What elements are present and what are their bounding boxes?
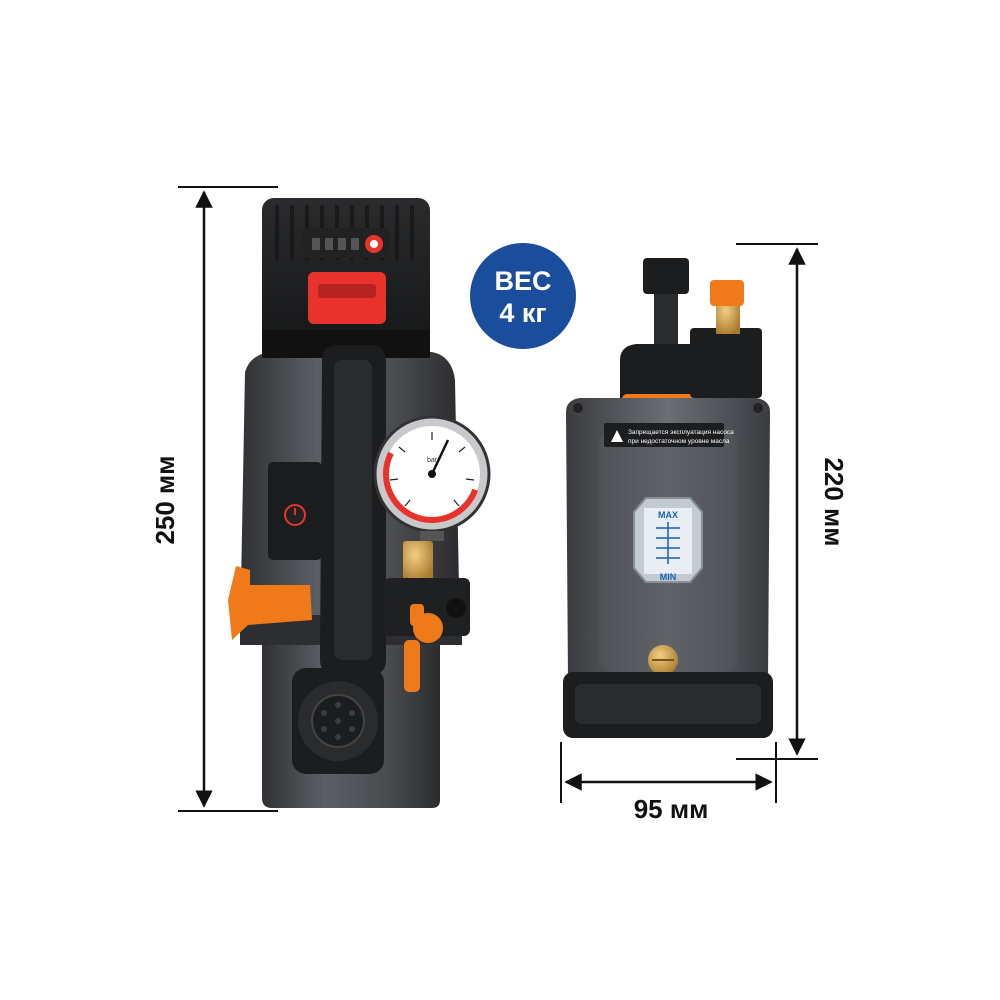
oil-level-max-label: MAX	[658, 510, 678, 520]
brass-fitting	[403, 541, 433, 581]
oil-level-min-label: MIN	[660, 572, 677, 582]
weight-badge-line2: 4 кг	[499, 298, 546, 328]
side-width-label: 95 мм	[634, 794, 709, 824]
gauge-needle	[430, 439, 450, 475]
side-height-dimension: 220 мм	[736, 243, 849, 760]
pump-front-view: bar	[228, 198, 491, 808]
weight-badge: ВЕС 4 кг	[470, 243, 576, 349]
battery-pack	[262, 198, 430, 358]
warning-label: Запрещается эксплуатация насоса при недо…	[604, 423, 734, 447]
oil-level-window: MAX MIN	[633, 497, 703, 583]
power-button-icon	[284, 504, 306, 526]
front-height-label: 250 мм	[150, 455, 180, 544]
side-width-dimension: 95 мм	[560, 742, 777, 824]
front-height-dimension: 250 мм	[150, 186, 278, 812]
orange-bracket	[228, 566, 312, 640]
gauge-unit-label: bar	[427, 457, 438, 464]
inlet-cap	[292, 668, 384, 774]
side-height-label: 220 мм	[819, 457, 849, 546]
warning-label-line1: Запрещается эксплуатация насоса	[628, 429, 734, 436]
warning-label-line2: при недостаточном уровне масла	[628, 438, 730, 445]
orange-exhaust-cap	[710, 280, 744, 306]
orange-valve	[404, 604, 443, 692]
weight-badge-line1: ВЕС	[494, 266, 551, 296]
pump-side-view: Запрещается эксплуатация насоса при недо…	[563, 258, 773, 738]
pressure-gauge: bar	[373, 415, 491, 581]
